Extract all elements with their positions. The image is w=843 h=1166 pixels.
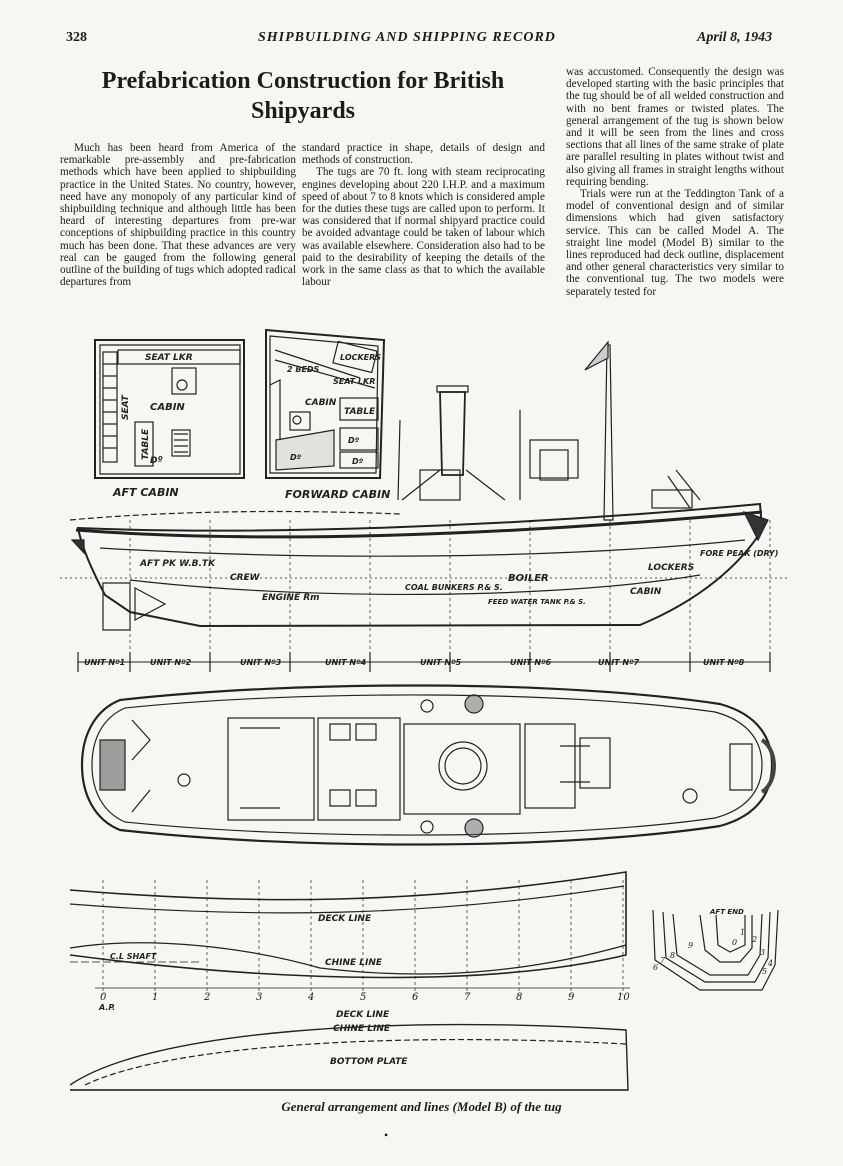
unit-label: UNIT Nº3 xyxy=(240,658,282,667)
forward-cabin-seat-locker-label: SEAT LKR xyxy=(333,377,375,386)
paragraph: Trials were run at the Teddington Tank o… xyxy=(566,188,784,298)
article-title: Prefabrication Construction for British … xyxy=(60,66,546,126)
aft-cabin-table-label: TABLE xyxy=(141,428,151,460)
ap-label: A.P. xyxy=(98,1003,115,1012)
forward-cabin-plan: LOCKERS 2 BEDS SEAT LKR CABIN TABLE Dº D… xyxy=(265,328,390,501)
section-end-label: AFT END xyxy=(709,908,744,916)
station-label: 8 xyxy=(516,992,522,1003)
text-column-1: Much has been heard from America of the … xyxy=(60,142,296,288)
plan-chine-line-label: CHINE LINE xyxy=(333,1024,391,1034)
aft-peak-label: AFT PK W.B.TK xyxy=(139,559,216,569)
section-number: 5 xyxy=(762,967,767,976)
cl-shaft-label: C.L SHAFT xyxy=(110,952,157,961)
unit-scale xyxy=(77,652,771,672)
section-number: 4 xyxy=(767,959,773,968)
paragraph: Much has been heard from America of the … xyxy=(60,142,296,289)
feed-water-tank-label: FEED WATER TANK P.& S. xyxy=(488,598,586,606)
unit-label: UNIT Nº2 xyxy=(150,658,192,667)
body-sections xyxy=(652,909,779,991)
station-label: 3 xyxy=(256,992,262,1003)
section-number: 9 xyxy=(688,941,693,950)
unit-label: UNIT Nº6 xyxy=(510,658,552,667)
forward-cabin-ditto-2: Dº xyxy=(290,453,302,462)
section-number: 3 xyxy=(760,948,765,957)
tug-deck-plan xyxy=(80,684,776,846)
tug-profile-elevation: AFT PK W.B.TK CREW ENGINE Rm COAL BUNKER… xyxy=(60,340,790,650)
forward-cabin-label: CABIN xyxy=(305,398,337,408)
issue-date: April 8, 1943 xyxy=(697,30,773,45)
deck-line-label: DECK LINE xyxy=(318,914,372,924)
paragraph: standard practice in shape, details of d… xyxy=(302,142,545,167)
lines-profile xyxy=(69,871,630,995)
station-label: 7 xyxy=(464,992,471,1003)
aft-cabin-caption: AFT CABIN xyxy=(112,486,179,499)
unit-label: UNIT Nº8 xyxy=(703,658,745,667)
aft-cabin-ditto-label: Dº xyxy=(150,456,163,466)
unit-label: UNIT Nº4 xyxy=(325,658,367,667)
station-label: 4 xyxy=(307,992,314,1003)
unit-label: UNIT Nº5 xyxy=(420,658,462,667)
article-title-line2: Shipyards xyxy=(250,98,356,124)
text-column-2: standard practice in shape, details of d… xyxy=(302,142,545,288)
page-number: 328 xyxy=(66,30,87,45)
station-label: 5 xyxy=(360,992,366,1003)
station-label: 1 xyxy=(152,992,158,1003)
unit-label: UNIT Nº7 xyxy=(598,658,640,667)
section-number: 6 xyxy=(653,963,658,972)
lockers-label: LOCKERS xyxy=(648,563,694,573)
forward-cabin-table-label: TABLE xyxy=(344,407,376,417)
station-label: 10 xyxy=(617,992,630,1003)
publication-title: SHIPBUILDING AND SHIPPING RECORD xyxy=(258,30,556,45)
profile-cabin-label: CABIN xyxy=(630,587,662,597)
aft-cabin-seat-locker-label: SEAT LKR xyxy=(145,353,193,363)
crew-label: CREW xyxy=(230,573,261,583)
engine-room-label: ENGINE Rm xyxy=(262,593,320,603)
section-number: 7 xyxy=(660,956,666,965)
forward-cabin-caption: FORWARD CABIN xyxy=(285,488,390,501)
station-label: 2 xyxy=(203,992,210,1003)
plan-deck-line-label: DECK LINE xyxy=(336,1010,390,1020)
page-dot: • xyxy=(384,1128,389,1142)
aft-cabin-seat-label: SEAT xyxy=(121,394,131,420)
section-number: 1 xyxy=(740,928,745,937)
station-label: 6 xyxy=(412,992,419,1003)
paragraph: The tugs are 70 ft. long with steam reci… xyxy=(302,166,545,289)
lines-half-breadth xyxy=(69,1023,629,1091)
station-label: 0 xyxy=(100,992,107,1003)
forward-cabin-beds-label: 2 BEDS xyxy=(287,365,320,374)
section-number: 8 xyxy=(670,951,675,960)
forward-cabin-ditto-3: Dº xyxy=(352,457,364,466)
figure-caption: General arrangement and lines (Model B) … xyxy=(281,1099,562,1114)
boiler-label: BOILER xyxy=(508,573,549,584)
paragraph: was accustomed. Consequently the design … xyxy=(566,66,784,188)
forward-cabin-lockers-label: LOCKERS xyxy=(340,353,381,362)
station-label: 9 xyxy=(568,992,575,1003)
section-number: 2 xyxy=(751,935,757,944)
article-title-line1: Prefabrication Construction for British xyxy=(101,68,505,94)
coal-bunkers-label: COAL BUNKERS P.& S. xyxy=(405,583,503,592)
aft-peak-label-text: AFT PK W.B.TK xyxy=(139,559,216,569)
chine-line-label: CHINE LINE xyxy=(325,958,383,968)
aft-cabin-label: CABIN xyxy=(150,402,185,413)
forward-cabin-ditto-1: Dº xyxy=(348,436,360,445)
aft-cabin-plan: SEAT LKR SEAT CABIN TABLE Dº AFT CABIN xyxy=(94,339,245,499)
text-column-3: was accustomed. Consequently the design … xyxy=(566,66,784,298)
unit-label: UNIT Nº1 xyxy=(84,658,125,667)
section-number: 0 xyxy=(732,938,737,947)
bottom-plate-label: BOTTOM PLATE xyxy=(330,1057,408,1067)
fore-peak-label: FORE PEAK (DRY) xyxy=(700,549,778,558)
